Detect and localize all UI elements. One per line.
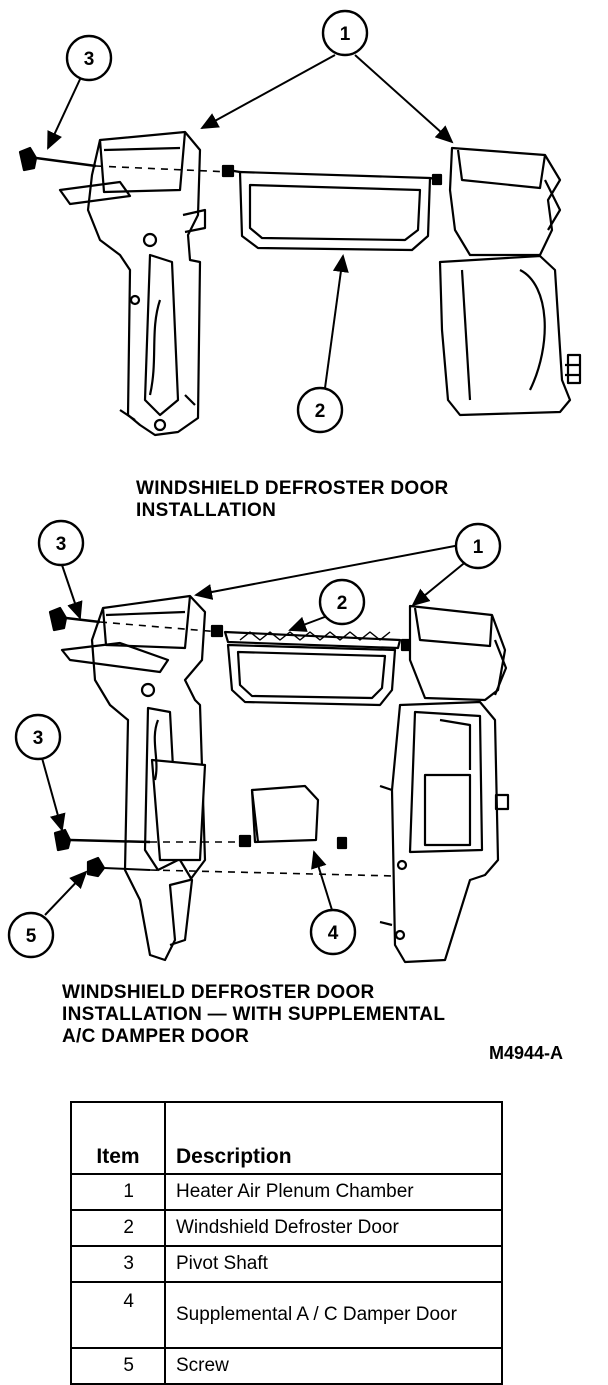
callout-3-bottom-lower: 3: [14, 713, 62, 761]
callouts-top: [47, 54, 454, 389]
legend-item-description: Pivot Shaft: [164, 1245, 503, 1283]
pivot-shaft-top: [18, 146, 231, 173]
header-description: Description: [164, 1101, 503, 1175]
legend-item-description: Screw: [164, 1347, 503, 1385]
plenum-left-top: [58, 130, 207, 437]
legend-item-number: 4: [70, 1281, 166, 1349]
callout-1-bottom: 1: [454, 522, 502, 570]
plenum-left-bottom: [60, 594, 207, 962]
legend-row: 4 Supplemental A / C Damper Door: [70, 1281, 503, 1349]
legend-row: 2 Windshield Defroster Door: [70, 1209, 503, 1247]
legend-header-row: Item Description: [70, 1101, 503, 1175]
screw-bottom: [86, 856, 396, 878]
callout-4-bottom: 4: [309, 908, 357, 956]
callout-3-label: 3: [56, 534, 67, 555]
damper-door-bottom: [238, 784, 348, 850]
caption-line: INSTALLATION — WITH SUPPLEMENTAL: [62, 1004, 446, 1025]
callout-4-label: 4: [328, 923, 339, 944]
callout-3-label: 3: [84, 49, 95, 70]
top-view: [18, 130, 582, 437]
plenum-right-top: [438, 146, 582, 417]
defroster-door-bottom: [210, 624, 412, 707]
defroster-door-top: [221, 164, 443, 252]
callout-1-label: 1: [340, 24, 351, 45]
callout-1-top: 1: [321, 9, 369, 57]
legend-table: Item Description 1 Heater Air Plenum Cha…: [70, 1101, 503, 1385]
exploded-view-illustration: 1 3 2: [7, 9, 582, 964]
caption-line: WINDSHIELD DEFROSTER DOOR: [62, 982, 375, 1003]
figure-code: M4944-A: [489, 1043, 564, 1063]
legend-row: 3 Pivot Shaft: [70, 1245, 503, 1283]
caption-line: A/C DAMPER DOOR: [62, 1026, 250, 1047]
plenum-right-bottom: [379, 604, 510, 964]
callout-3-top: 3: [65, 34, 113, 82]
pivot-shaft-bottom-lower: [53, 828, 245, 852]
callout-1-label: 1: [473, 537, 484, 558]
callout-5-bottom: 5: [7, 911, 55, 959]
bottom-view: [48, 594, 510, 964]
callouts-bottom: [41, 544, 469, 916]
callout-2-top: 2: [296, 386, 344, 434]
callout-2-label: 2: [337, 593, 348, 614]
legend-row: 1 Heater Air Plenum Chamber: [70, 1173, 503, 1211]
legend-row: 5 Screw: [70, 1347, 503, 1385]
legend-item-number: 1: [70, 1173, 166, 1211]
caption-top-view: WINDSHIELD DEFROSTER DOOR INSTALLATION: [136, 478, 449, 522]
callout-3-label: 3: [33, 728, 44, 749]
caption-bottom-view: WINDSHIELD DEFROSTER DOOR INSTALLATION —…: [62, 982, 445, 1048]
callout-2-label: 2: [315, 401, 326, 422]
legend-item-number: 3: [70, 1245, 166, 1283]
header-item: Item: [70, 1101, 166, 1175]
caption-line: INSTALLATION: [136, 500, 277, 521]
callout-5-label: 5: [26, 926, 37, 947]
legend-item-description: Heater Air Plenum Chamber: [164, 1173, 503, 1211]
legend-item-description: Windshield Defroster Door: [164, 1209, 503, 1247]
callout-2-bottom: 2: [318, 578, 366, 626]
caption-line: WINDSHIELD DEFROSTER DOOR: [136, 478, 449, 499]
legend-item-description: Supplemental A / C Damper Door: [164, 1281, 503, 1349]
legend-item-number: 2: [70, 1209, 166, 1247]
callout-3-bottom-upper: 3: [37, 519, 85, 567]
legend-item-number: 5: [70, 1347, 166, 1385]
